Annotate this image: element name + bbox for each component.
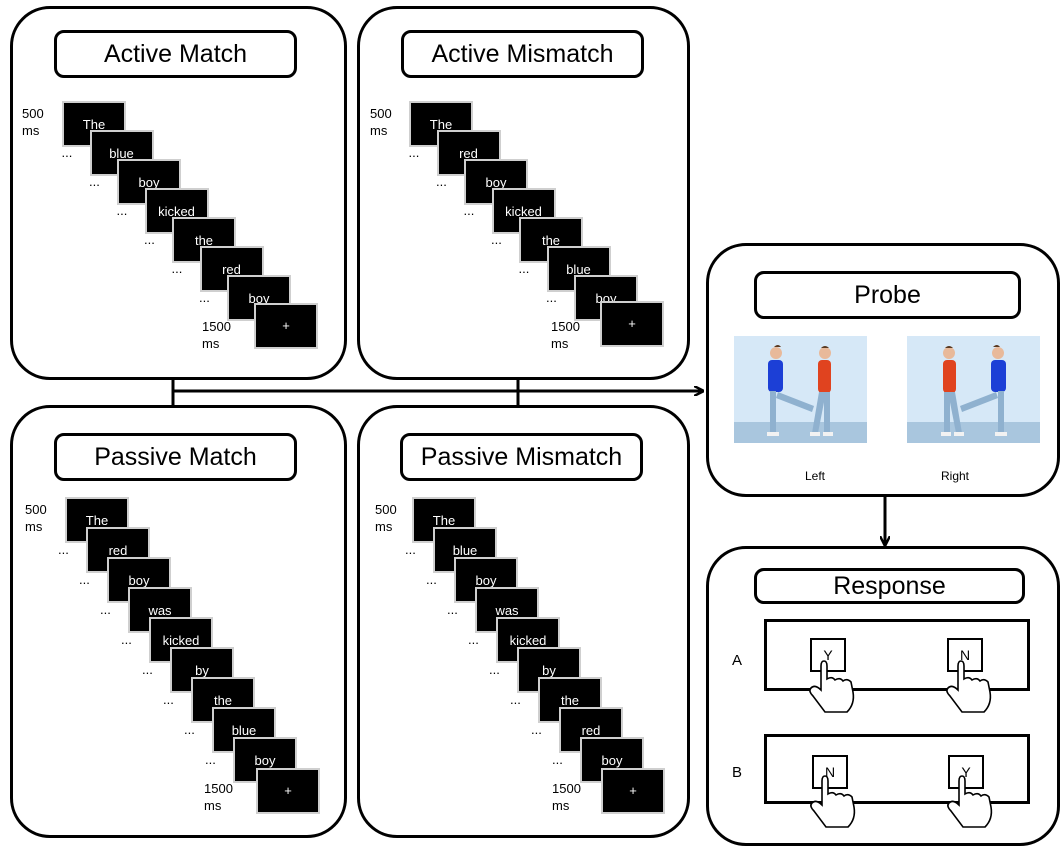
start-time-label: 500 ms xyxy=(25,502,47,534)
slide-word: by xyxy=(542,663,556,678)
fixation-slide: + xyxy=(600,301,664,347)
probe-image-right xyxy=(907,336,1040,443)
slide-word: the xyxy=(213,693,233,708)
slide-word: blue xyxy=(109,146,134,161)
probe-left-label: Left xyxy=(804,469,825,483)
ellipsis: ... xyxy=(552,752,563,767)
ellipsis: ... xyxy=(184,722,195,737)
ellipsis: ... xyxy=(163,692,174,707)
slide-word: red xyxy=(108,543,128,558)
ellipsis: ... xyxy=(489,662,500,677)
end-time-label: 1500 ms xyxy=(202,319,231,351)
slide-word: red xyxy=(222,262,241,277)
response-key[interactable]: Y xyxy=(810,638,846,672)
slide-word: boy xyxy=(138,175,160,190)
response-key[interactable]: N xyxy=(812,755,848,789)
slide-word: The xyxy=(85,513,109,528)
response-row-b-label: B xyxy=(732,764,743,781)
slide-word: kicked xyxy=(505,204,542,219)
slide-word: boy xyxy=(128,573,150,588)
end-time-label: 1500 ms xyxy=(551,319,580,351)
ellipsis: ... xyxy=(58,542,69,557)
slide-word: red xyxy=(581,723,601,738)
ellipsis: ... xyxy=(405,542,416,557)
ellipsis: ... xyxy=(436,174,447,189)
probe-right-label: Right xyxy=(940,469,969,483)
pointing-hand-icon xyxy=(809,660,993,828)
slide-word: the xyxy=(560,693,580,708)
slide-word: blue xyxy=(452,543,478,558)
panel-title: Active Match xyxy=(54,30,297,78)
slide-word: kicked xyxy=(509,633,547,648)
slide-word: red xyxy=(459,146,478,161)
slide-word: kicked xyxy=(162,633,200,648)
start-time-label: 500 ms xyxy=(370,106,392,138)
response-keyboard-b xyxy=(764,734,1030,804)
slide-word: The xyxy=(429,117,453,132)
ellipsis: ... xyxy=(546,290,557,305)
slide-word: was xyxy=(148,603,172,618)
ellipsis: ... xyxy=(447,602,458,617)
ellipsis: ... xyxy=(61,145,73,160)
ellipsis: ... xyxy=(121,632,132,647)
ellipsis: ... xyxy=(468,632,479,647)
panel-title: Passive Mismatch xyxy=(400,433,643,481)
fixation-cross: + xyxy=(284,783,292,798)
fixation-slide: + xyxy=(601,768,665,814)
ellipsis: ... xyxy=(518,261,530,276)
ellipsis: ... xyxy=(116,203,128,218)
start-time-label: 500 ms xyxy=(22,106,44,138)
slide-word: boy xyxy=(248,291,270,306)
slide-word: was xyxy=(495,603,519,618)
slide-word: boy xyxy=(485,175,507,190)
response-title: Response xyxy=(754,568,1025,604)
response-keyboard-a xyxy=(764,619,1030,691)
ellipsis: ... xyxy=(205,752,216,767)
slide-word: the xyxy=(194,233,214,248)
end-time-label: 1500 ms xyxy=(552,781,581,813)
ellipsis: ... xyxy=(144,232,155,247)
response-key[interactable]: Y xyxy=(948,755,984,789)
ellipsis: ... xyxy=(408,145,420,160)
probe-title: Probe xyxy=(754,271,1021,319)
ellipsis: ... xyxy=(463,203,475,218)
fixation-slide: + xyxy=(254,303,318,349)
fixation-cross: + xyxy=(628,316,636,331)
end-time-label: 1500 ms xyxy=(204,781,233,813)
start-time-label: 500 ms xyxy=(375,502,397,534)
panel-title: Active Mismatch xyxy=(401,30,644,78)
ellipsis: ... xyxy=(100,602,111,617)
ellipsis: ... xyxy=(491,232,502,247)
fixation-cross: + xyxy=(282,318,290,333)
slide-word: boy xyxy=(601,753,623,768)
slide-word: kicked xyxy=(158,204,195,219)
response-row-a-label: A xyxy=(732,652,743,669)
ellipsis: ... xyxy=(79,572,90,587)
slide-word: by xyxy=(195,663,209,678)
slide-word: blue xyxy=(566,262,591,277)
ellipsis: ... xyxy=(531,722,542,737)
response-key[interactable]: N xyxy=(947,638,983,672)
slide-word: the xyxy=(541,233,561,248)
fixation-slide: + xyxy=(256,768,320,814)
ellipsis: ... xyxy=(142,662,153,677)
fixation-cross: + xyxy=(629,783,637,798)
slide-word: blue xyxy=(231,723,257,738)
slide-word: The xyxy=(432,513,456,528)
panel-title: Passive Match xyxy=(54,433,297,481)
slide-word: boy xyxy=(254,753,276,768)
ellipsis: ... xyxy=(426,572,437,587)
ellipsis: ... xyxy=(89,174,100,189)
ellipsis: ... xyxy=(510,692,521,707)
ellipsis: ... xyxy=(199,290,210,305)
slide-word: boy xyxy=(475,573,497,588)
ellipsis: ... xyxy=(171,261,183,276)
probe-image-left xyxy=(734,336,867,443)
slide-word: The xyxy=(82,117,106,132)
